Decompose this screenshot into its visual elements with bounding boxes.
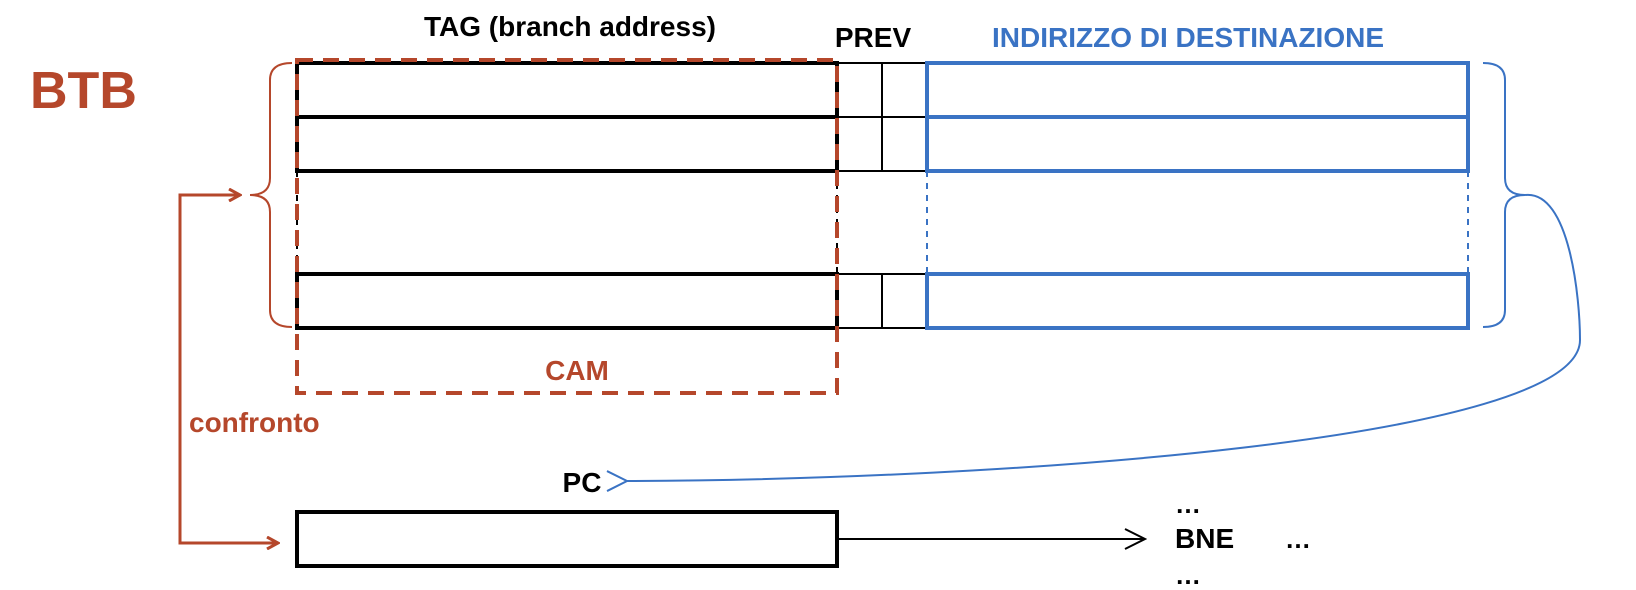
destination-column-header: INDIRIZZO DI DESTINAZIONE bbox=[992, 22, 1384, 53]
right-brace bbox=[1482, 62, 1526, 328]
btb-title: BTB bbox=[30, 62, 137, 120]
tag-rows bbox=[295, 61, 839, 330]
dest-row-last bbox=[925, 272, 1470, 330]
confronto-label: confronto bbox=[189, 407, 320, 438]
tag-column-header: TAG (branch address) bbox=[424, 11, 716, 42]
dest-row-2 bbox=[925, 115, 1470, 173]
confronto-connector bbox=[178, 193, 278, 545]
cam-label: CAM bbox=[545, 355, 609, 386]
tag-row-2 bbox=[295, 115, 839, 173]
instruction-ellipsis-bottom: … bbox=[1175, 560, 1201, 590]
tag-row-1 bbox=[295, 61, 839, 119]
destination-to-pc-arrow bbox=[627, 193, 1582, 481]
instruction-ellipsis-right: … bbox=[1285, 524, 1311, 554]
pc-register bbox=[295, 510, 839, 568]
pc-label: PC bbox=[563, 467, 602, 498]
dest-row-1 bbox=[925, 61, 1470, 119]
destination-rows bbox=[925, 61, 1470, 330]
cam-boundary bbox=[295, 58, 839, 395]
instruction-ellipsis-top: … bbox=[1175, 489, 1201, 519]
prev-cells bbox=[837, 62, 927, 329]
bne-instruction: BNE bbox=[1175, 523, 1234, 554]
tag-row-last bbox=[295, 272, 839, 330]
left-brace bbox=[249, 62, 293, 328]
prev-column-header: PREV bbox=[835, 22, 912, 53]
